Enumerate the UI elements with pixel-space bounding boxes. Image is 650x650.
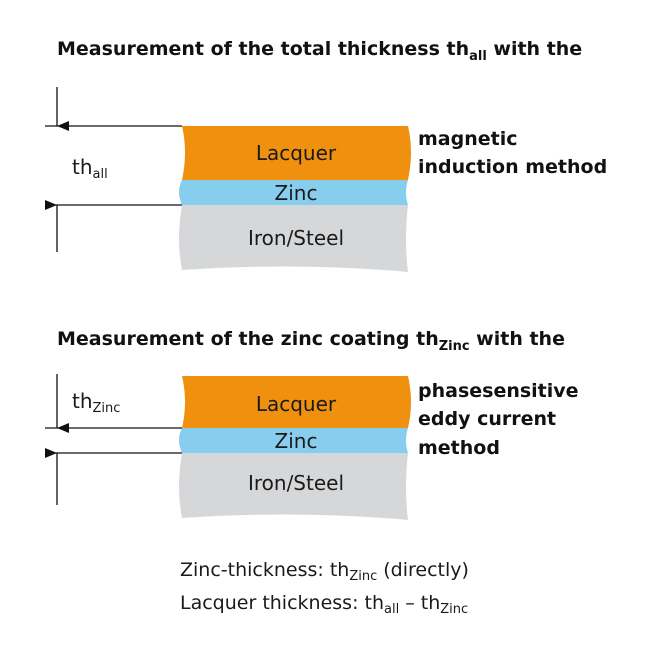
top-title: Measurement of the total thickness thall…: [57, 38, 582, 64]
thickness-label: thall: [72, 155, 108, 182]
zinc-thickness-note: Zinc-thickness: thZinc (directly): [180, 559, 469, 584]
lacquer-thickness-note: Lacquer thickness: thall – thZinc: [180, 592, 468, 617]
lacquer-layer: [182, 376, 411, 428]
layer-label-lacquer: Lacquer: [256, 141, 337, 165]
steel-layer: [179, 205, 408, 272]
zinc-layer: [179, 180, 408, 205]
layer-label-lacquer: Lacquer: [256, 392, 337, 416]
method-line: magnetic: [418, 128, 518, 150]
layer-label-zinc: Zinc: [275, 181, 318, 205]
method-line: phasesensitive: [418, 380, 579, 402]
method-line: eddy current: [418, 408, 556, 430]
layer-label-zinc: Zinc: [275, 429, 318, 453]
bottom-title: Measurement of the zinc coating thZinc w…: [57, 328, 565, 354]
layer-label-steel: Iron/Steel: [248, 226, 344, 250]
zinc-layer: [179, 428, 408, 453]
lacquer-layer: [182, 126, 411, 180]
thickness-label: thZinc: [72, 389, 120, 416]
steel-layer: [179, 453, 408, 520]
method-line: induction method: [418, 156, 607, 178]
method-line: method: [418, 437, 500, 459]
layer-label-steel: Iron/Steel: [248, 471, 344, 495]
